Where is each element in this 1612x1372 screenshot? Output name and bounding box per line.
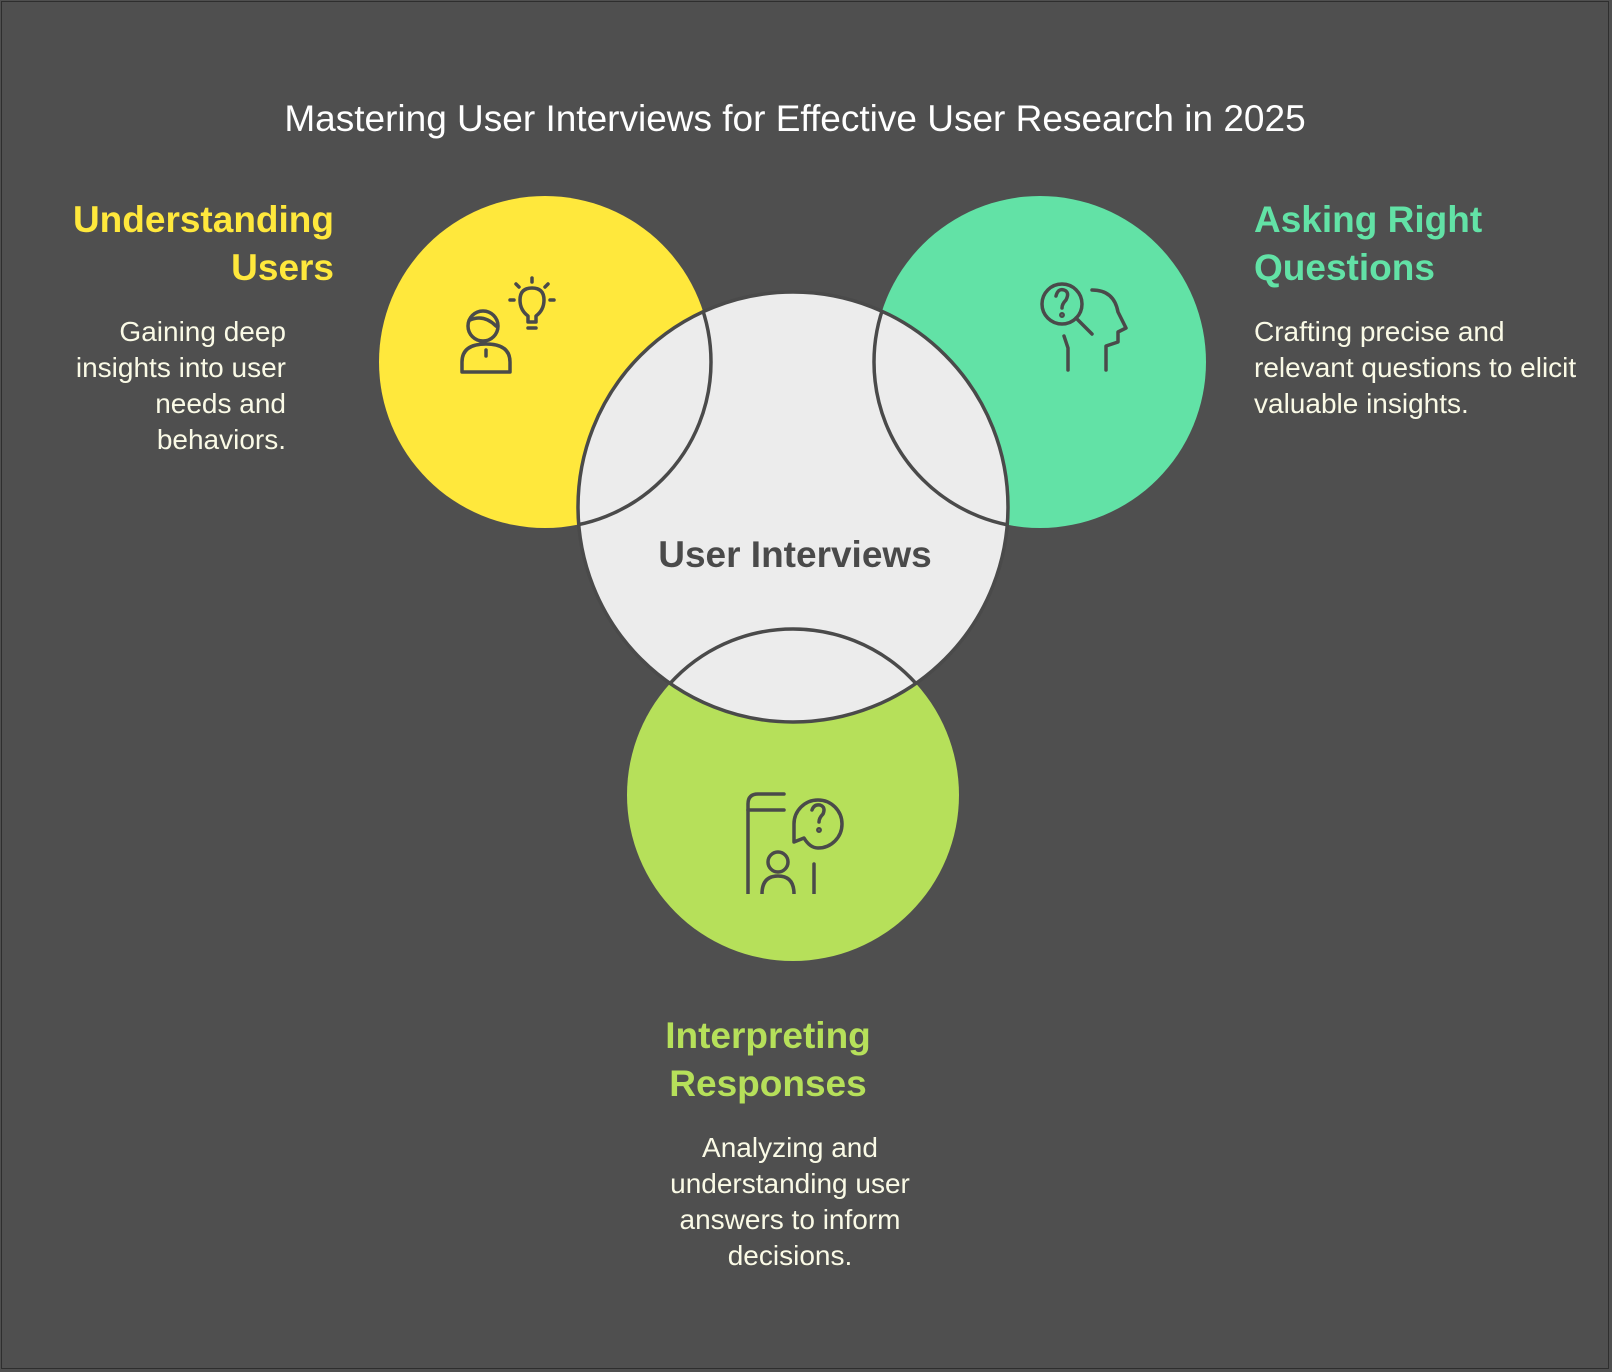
user-lightbulb-icon <box>460 276 556 374</box>
understanding-description: Gaining deep insights into user needs an… <box>75 316 286 455</box>
interpreting-heading: Interpreting Responses <box>665 1015 871 1104</box>
asking-description: Crafting precise and relevant questions … <box>1254 316 1577 419</box>
asking-heading: Asking Right Questions <box>1254 199 1483 288</box>
head-question-magnifier-icon <box>1040 282 1128 372</box>
understanding-overlap-arc <box>578 292 713 530</box>
interpreting-description: Analyzing and understanding user answers… <box>670 1132 910 1271</box>
center-circle <box>576 290 1010 724</box>
diagram-title: Mastering User Interviews for Effective … <box>284 98 1306 139</box>
understanding-heading: Understanding Users <box>72 199 334 288</box>
interpreting-overlap-arc <box>625 627 961 722</box>
interpreting-circle <box>627 629 959 961</box>
phone-question-user-icon <box>746 792 844 894</box>
center-label: User Interviews <box>658 534 932 575</box>
asking-overlap-arc <box>872 292 1008 530</box>
